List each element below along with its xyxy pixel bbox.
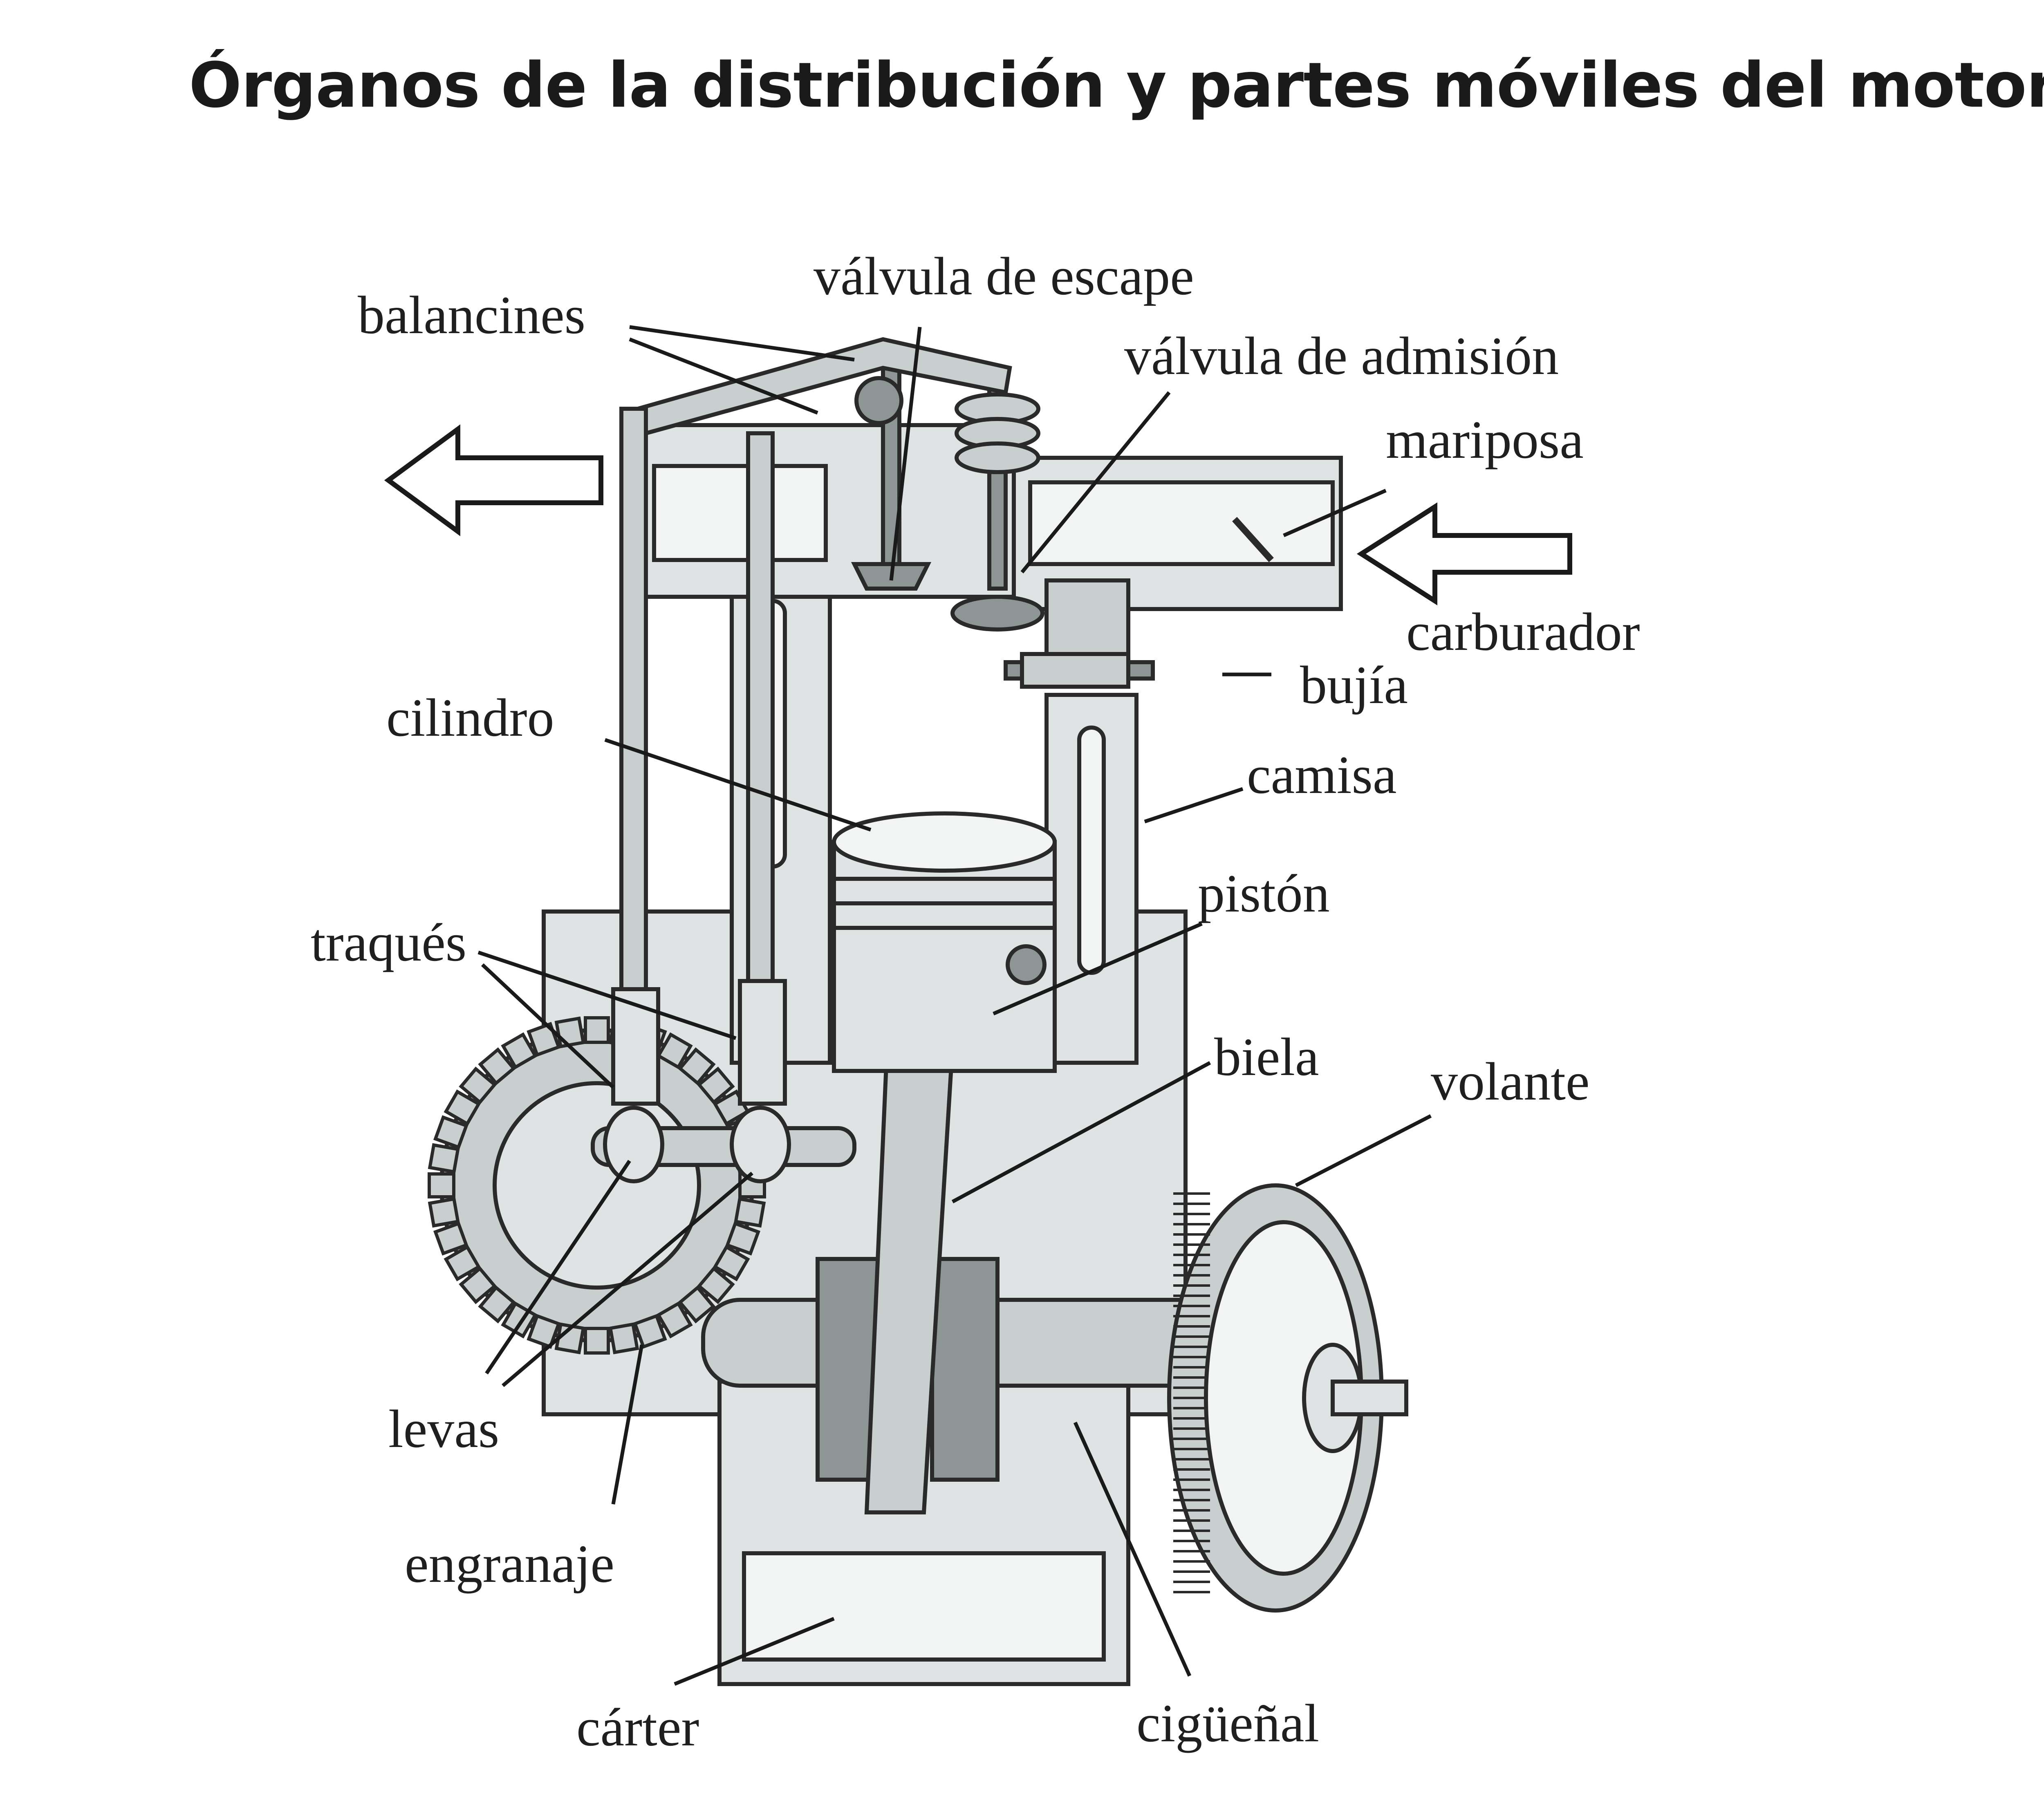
leader-ciguenal xyxy=(1073,1422,1192,1677)
intake-flow-arrow xyxy=(1356,502,1572,605)
diagram-title: Órganos de la distribución y partes móvi… xyxy=(189,49,2044,121)
gear-tooth xyxy=(433,1221,468,1256)
label-carter: cárter xyxy=(576,1697,699,1757)
label-traques: traqués xyxy=(311,912,466,972)
tappet-right xyxy=(738,979,787,1106)
leader-traques-2 xyxy=(477,950,737,1040)
carburettor-block xyxy=(1044,578,1130,660)
gear-tooth xyxy=(697,1066,735,1105)
gear-tooth xyxy=(554,1016,585,1048)
gear-tooth xyxy=(725,1221,760,1256)
gear-tooth xyxy=(428,1172,455,1198)
intake-channel xyxy=(1028,480,1335,566)
intake-valve xyxy=(950,374,1044,632)
gear-tooth xyxy=(677,1285,716,1324)
leader-balancines-2 xyxy=(629,337,818,415)
leader-cilindro xyxy=(604,738,872,832)
label-engranaje: engranaje xyxy=(405,1534,614,1594)
leader-valvula-escape xyxy=(889,327,922,581)
flywheel xyxy=(1167,1183,1408,1613)
leader-piston xyxy=(993,922,1203,1016)
label-ciguenal: cigüeñal xyxy=(1136,1693,1319,1753)
leader-engranaje xyxy=(611,1344,644,1505)
rocker-arm-upper xyxy=(635,337,1012,436)
gear-tooth xyxy=(608,1322,639,1355)
jacket-slot-right xyxy=(1077,726,1106,975)
exhaust-flow-arrow xyxy=(384,424,603,536)
exhaust-port xyxy=(652,464,828,562)
cam-lobe-right xyxy=(730,1106,791,1183)
engine-illustration xyxy=(384,337,1572,1686)
label-piston: pistón xyxy=(1198,863,1330,923)
leader-levas-1 xyxy=(485,1160,631,1375)
timing-gear xyxy=(428,1016,766,1355)
gear-tooth xyxy=(459,1266,497,1304)
leader-carter xyxy=(674,1617,835,1686)
gear-tooth xyxy=(478,1285,516,1324)
piston-body xyxy=(832,811,1057,1073)
leader-volante xyxy=(1295,1114,1432,1187)
gear-tooth xyxy=(713,1245,750,1281)
throttle-butterfly xyxy=(1232,517,1274,562)
leader-traques-1 xyxy=(481,963,615,1089)
push-rod-right xyxy=(746,431,775,999)
label-carburador: carburador xyxy=(1406,602,1640,662)
gear-tooth xyxy=(478,1047,516,1086)
crank-web-right xyxy=(930,1257,1000,1482)
labels: válvula de escape balancines válvula de … xyxy=(311,246,1640,1757)
leader-balancines-1 xyxy=(629,325,855,362)
gear-tooth xyxy=(677,1047,716,1086)
label-cilindro: cilindro xyxy=(386,688,554,748)
gear-tooth xyxy=(584,1016,610,1044)
gear-tooth xyxy=(444,1245,481,1281)
gear-tooth xyxy=(501,1032,538,1070)
spark-plug xyxy=(1004,652,1155,689)
leader-biela xyxy=(951,1061,1211,1203)
gear-tooth xyxy=(444,1089,481,1126)
gear-tooth xyxy=(428,1197,460,1228)
gear-tooth xyxy=(459,1066,497,1105)
label-bujia: bujía xyxy=(1300,655,1408,715)
leader-mariposa xyxy=(1283,488,1387,538)
carter-inner xyxy=(742,1551,1106,1662)
leader-camisa xyxy=(1144,787,1244,824)
label-camisa: camisa xyxy=(1247,745,1396,805)
gear-tooth xyxy=(527,1314,561,1349)
leader-lines xyxy=(477,325,1432,1686)
gear-tooth xyxy=(656,1032,693,1070)
leader-valvula-admision xyxy=(1020,391,1171,573)
label-balancines: balancines xyxy=(358,285,585,345)
gear-tooth xyxy=(656,1301,693,1339)
label-valvula-escape: válvula de escape xyxy=(814,246,1194,306)
gear-tooth xyxy=(527,1022,561,1057)
leader-levas-2 xyxy=(502,1171,753,1387)
gear-tooth xyxy=(633,1314,667,1349)
push-rod-left xyxy=(619,407,648,999)
gear-tooth xyxy=(697,1266,735,1304)
label-volante: volante xyxy=(1431,1051,1590,1111)
label-biela: biela xyxy=(1214,1027,1319,1087)
gear-tooth xyxy=(428,1143,460,1174)
cam-lobe-left xyxy=(603,1106,664,1183)
gear-tooth xyxy=(584,1327,610,1355)
gear-tooth xyxy=(433,1115,468,1149)
gear-tooth xyxy=(734,1197,766,1228)
rocker-pivot xyxy=(854,376,903,425)
label-levas: levas xyxy=(388,1399,499,1459)
label-mariposa: mariposa xyxy=(1386,410,1584,470)
label-valvula-admision: válvula de admisión xyxy=(1124,326,1559,386)
